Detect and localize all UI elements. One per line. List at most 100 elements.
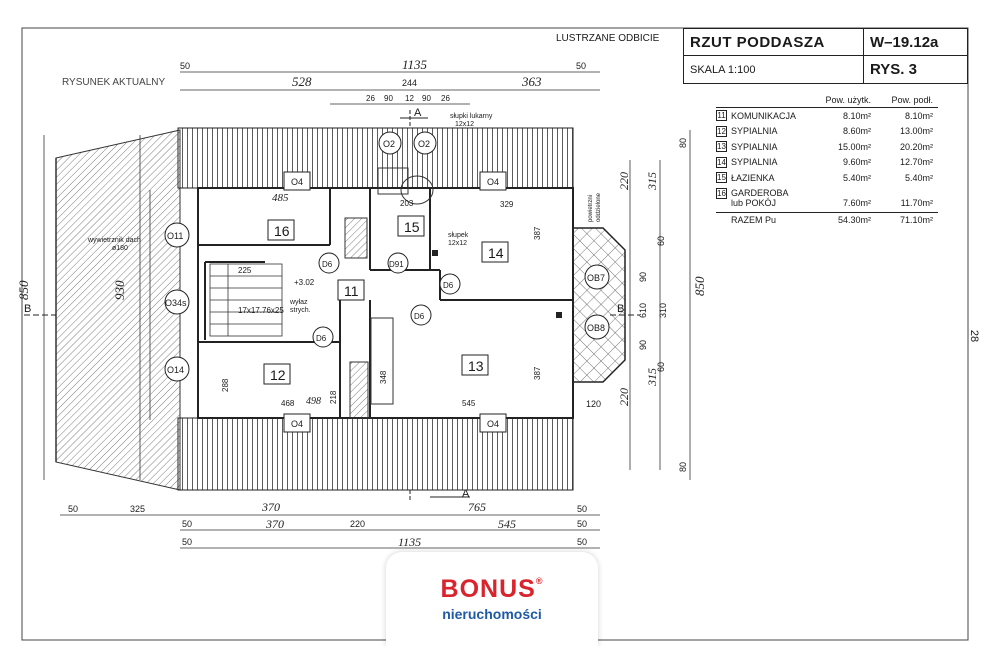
room-floor-area: 8.10m² [904, 110, 933, 121]
dim-right: 80 [678, 462, 688, 472]
dim-right-total: 850 [692, 276, 707, 296]
dim-right: 220 [617, 388, 631, 406]
room-number: 14 [716, 156, 727, 168]
side-number: 28 [968, 329, 981, 343]
room-name-wrap: GARDEROBA lub POKÓJ [731, 188, 809, 208]
dim-right: 90 [638, 272, 648, 282]
area-total-row: RAZEM Pu 54.30m² 71.10m² [716, 211, 938, 227]
bay-note: powietrzni [588, 195, 594, 222]
dim-right: 315 [645, 172, 659, 191]
dim-top-small: 12 [405, 94, 414, 103]
tag-OB7: OB7 [587, 273, 605, 283]
room-floor-area: 13.00m² [899, 126, 933, 137]
room-16-label: 16 [274, 223, 290, 239]
room-name: SYPIALNIA [731, 141, 778, 152]
vent-note: wywietrznik dach [87, 237, 141, 244]
brand-name: BONUS [440, 574, 536, 603]
room-15-label: 15 [404, 219, 420, 235]
tag-D6: D6 [443, 281, 454, 290]
dim-right: 60 [656, 236, 666, 246]
dim-right: 610 [638, 303, 648, 318]
dim-right: 120 [586, 399, 601, 409]
vent-note: ø180 [112, 245, 128, 252]
registered-icon: ® [535, 575, 544, 586]
drawing-code: W–19.12a [870, 33, 939, 51]
tag-O11: O11 [167, 231, 183, 241]
total-label: RAZEM Pu [731, 214, 777, 225]
dim-top-right: 363 [521, 74, 542, 89]
dim-bottom: 765 [468, 500, 486, 514]
area-row: 12 SYPIALNIA 8.60m² 13.00m² [716, 124, 938, 140]
section-marks [24, 110, 640, 502]
dim-bottom-total: 1135 [398, 535, 421, 549]
dim-right: 220 [617, 172, 631, 190]
window-label: O4 [487, 419, 499, 429]
room-name: ŁAZIENKA [731, 172, 775, 183]
dim-top-mid: 244 [402, 78, 417, 88]
dim-bottom: 325 [130, 504, 145, 514]
brand-logo: BONUS® nieruchomości [386, 552, 598, 646]
dim-bottom: 50 [182, 519, 192, 529]
post-note: 12x12 [448, 240, 467, 247]
room-use-area: 15.00m² [837, 141, 871, 152]
dim-left-total: 850 [16, 280, 31, 300]
section-a-bottom: A [462, 488, 470, 500]
dim-bottom: 220 [350, 519, 365, 529]
area-table-header: Pow. użytk. Pow. podł. [716, 93, 938, 108]
sheet-cell: RYS. 3 [864, 56, 968, 83]
room-name-alt: lub POKÓJ [731, 197, 777, 208]
tag-D6: D6 [316, 334, 327, 343]
room-12-label: 12 [270, 367, 286, 383]
dim-bottom: 50 [577, 504, 587, 514]
dim-bottom: 50 [577, 537, 587, 547]
room-number: 13 [716, 141, 727, 153]
tag-O2: O2 [383, 139, 395, 149]
skylight-note: słupki lukarny [450, 113, 493, 120]
col-floor-header: Pow. podł. [891, 95, 933, 105]
room-name: SYPIALNIA [731, 157, 778, 168]
total-use-area: 54.30m² [837, 214, 871, 225]
circle-tags [164, 131, 610, 382]
house-outline [197, 187, 574, 419]
bay-note: oddzielone [596, 192, 602, 222]
dim-room: 329 [500, 200, 514, 209]
dim-room: 203 [400, 199, 414, 208]
dim-right: 60 [656, 362, 666, 372]
room-use-area: 7.60m² [842, 197, 871, 208]
dim-top-small: 26 [366, 94, 375, 103]
tag-D6: D6 [322, 260, 333, 269]
drawing-title: RZUT PODDASZA [690, 33, 825, 51]
post-note: słupek [448, 232, 469, 239]
stair-spec: 17x17.76x25 [238, 306, 284, 315]
dim-room: 225 [238, 266, 252, 275]
dim-room: 545 [462, 399, 476, 408]
area-row: 16 GARDEROBA lub POKÓJ 7.60m² 11.70m² [716, 186, 938, 212]
title-cell: RZUT PODDASZA [684, 29, 864, 56]
dim-bottom: 545 [498, 517, 516, 531]
dim-room: 498 [306, 396, 321, 407]
left-dimensions [43, 135, 151, 480]
tag-D91: D91 [389, 260, 404, 269]
right-dimensions [629, 130, 691, 480]
dim-top-left-edge: 50 [180, 61, 190, 71]
area-row: 15 ŁAZIENKA 5.40m² 5.40m² [716, 170, 938, 186]
top-roof-band [177, 127, 574, 189]
scale-cell: SKALA 1:100 [684, 56, 864, 83]
dim-room: 288 [221, 378, 230, 392]
room-tags [263, 215, 509, 385]
window-markers [283, 171, 507, 433]
area-row: 11 KOMUNIKACJA 8.10m² 8.10m² [716, 108, 938, 124]
room-number: 12 [716, 125, 727, 137]
tag-D6: D6 [414, 312, 425, 321]
left-roof-slope [55, 129, 181, 491]
room-use-area: 8.10m² [842, 110, 871, 121]
section-b-left: B [24, 303, 31, 315]
sheet-number: RYS. 3 [870, 61, 917, 78]
dim-room: 468 [281, 399, 295, 408]
bottom-dimensions [60, 514, 600, 549]
room-use-area: 5.40m² [842, 172, 871, 183]
dim-bottom: 50 [68, 504, 78, 514]
room-use-area: 8.60m² [842, 126, 871, 137]
tag-O2: O2 [418, 139, 430, 149]
